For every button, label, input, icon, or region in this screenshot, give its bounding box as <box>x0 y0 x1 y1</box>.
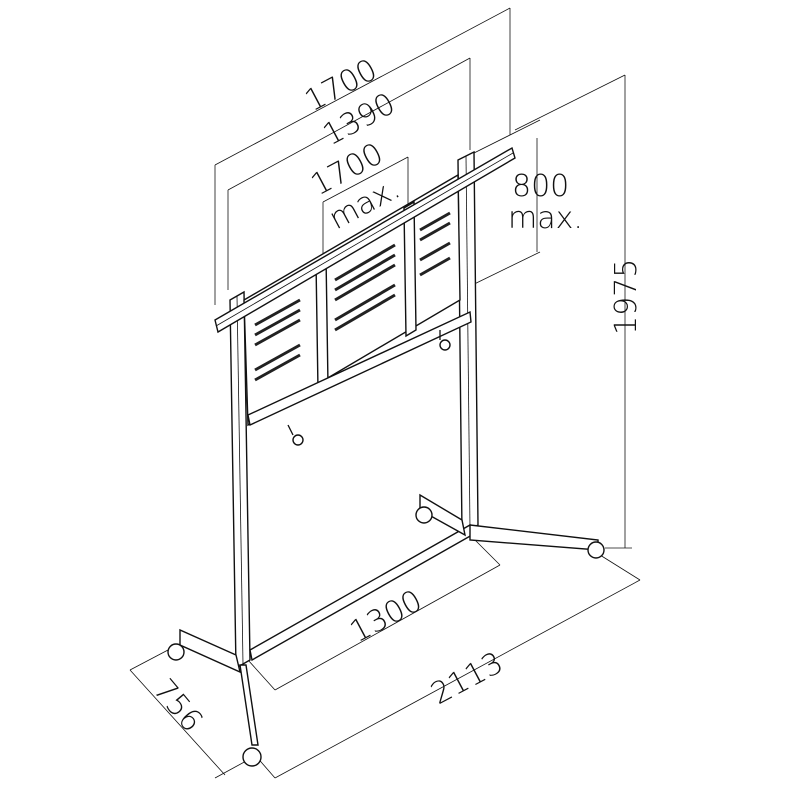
vesa-height-label: 800 <box>512 169 569 204</box>
mounting-slots <box>254 211 451 382</box>
overall-height-label: 1975 <box>609 259 644 335</box>
stand-frame <box>167 146 605 767</box>
vesa-height-max-label: max. <box>508 201 583 236</box>
base-depth-label: 756 <box>146 673 210 739</box>
base-length-label: 2113 <box>425 645 509 712</box>
dimension-labels: 1700 1390 1700 max. 800 max. 1975 1300 2… <box>146 52 644 739</box>
